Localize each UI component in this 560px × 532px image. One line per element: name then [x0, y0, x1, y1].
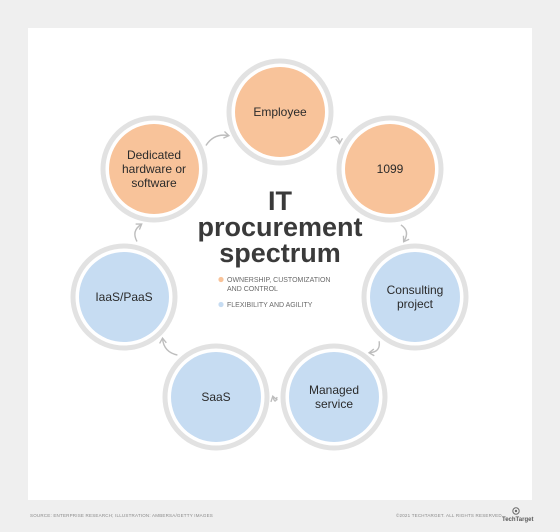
node-label: Employee: [253, 105, 307, 119]
legend-label: AND CONTROL: [227, 286, 278, 293]
node-fill: [109, 124, 199, 214]
node-label: service: [315, 397, 353, 411]
legend-swatch: [218, 301, 224, 308]
legend-item: OWNERSHIP, CUSTOMIZATION AND CONTROL: [218, 276, 330, 293]
title-line: procurement: [197, 212, 362, 242]
title-line: IT: [268, 186, 293, 216]
cycle-arrow: [134, 223, 143, 242]
cycle-arrows: [134, 131, 410, 403]
node-label: Consulting: [387, 283, 444, 297]
cycle-nodes: Employee1099ConsultingprojectManagedserv…: [70, 58, 469, 451]
node-fill: [235, 67, 325, 157]
node-fill: [171, 352, 261, 442]
node-employee: Employee: [226, 58, 334, 166]
cycle-arrow: [367, 341, 381, 357]
node-fill: [345, 124, 435, 214]
copyright-notice: ©2021 TECHTARGET. ALL RIGHTS RESERVED: [396, 513, 502, 518]
node-fill: [289, 352, 379, 442]
source-credit: SOURCE: ENTERPRISE RESEARCH; ILLUSTRATIO…: [30, 513, 213, 518]
center-label: IT procurement spectrum OWNERSHIP, CUSTO…: [197, 186, 362, 309]
node-label: software: [131, 176, 177, 190]
cycle-arrow: [330, 135, 344, 145]
techtarget-logo-text: TechTarget: [502, 517, 534, 523]
cycle-arrow: [400, 224, 410, 243]
cycle-arrow: [270, 395, 278, 403]
legend: OWNERSHIP, CUSTOMIZATION AND CONTROL FLEXI…: [218, 276, 330, 309]
node-label: 1099: [377, 162, 404, 176]
legend-item: FLEXIBILITY AND AGILITY: [218, 301, 313, 309]
cycle-arrow: [205, 131, 231, 146]
node-label: hardware or: [122, 162, 186, 176]
node-label: Managed: [309, 383, 359, 397]
node-label: Dedicated: [127, 148, 181, 162]
legend-label: OWNERSHIP, CUSTOMIZATION: [227, 277, 330, 284]
node-label: SaaS: [201, 390, 230, 404]
legend-swatch: [218, 276, 224, 283]
node-iaas-paas: IaaS/PaaS: [70, 243, 178, 351]
node-fill: [79, 252, 169, 342]
techtarget-logo-icon: [512, 507, 520, 515]
node-label: IaaS/PaaS: [95, 290, 152, 304]
node-fill: [370, 252, 460, 342]
title-line: spectrum: [219, 238, 341, 268]
node-1099: 1099: [336, 115, 444, 223]
node-saas: SaaS: [162, 343, 270, 451]
legend-label: FLEXIBILITY AND AGILITY: [227, 302, 313, 309]
node-label: project: [397, 297, 434, 311]
cycle-arrow: [159, 336, 178, 356]
